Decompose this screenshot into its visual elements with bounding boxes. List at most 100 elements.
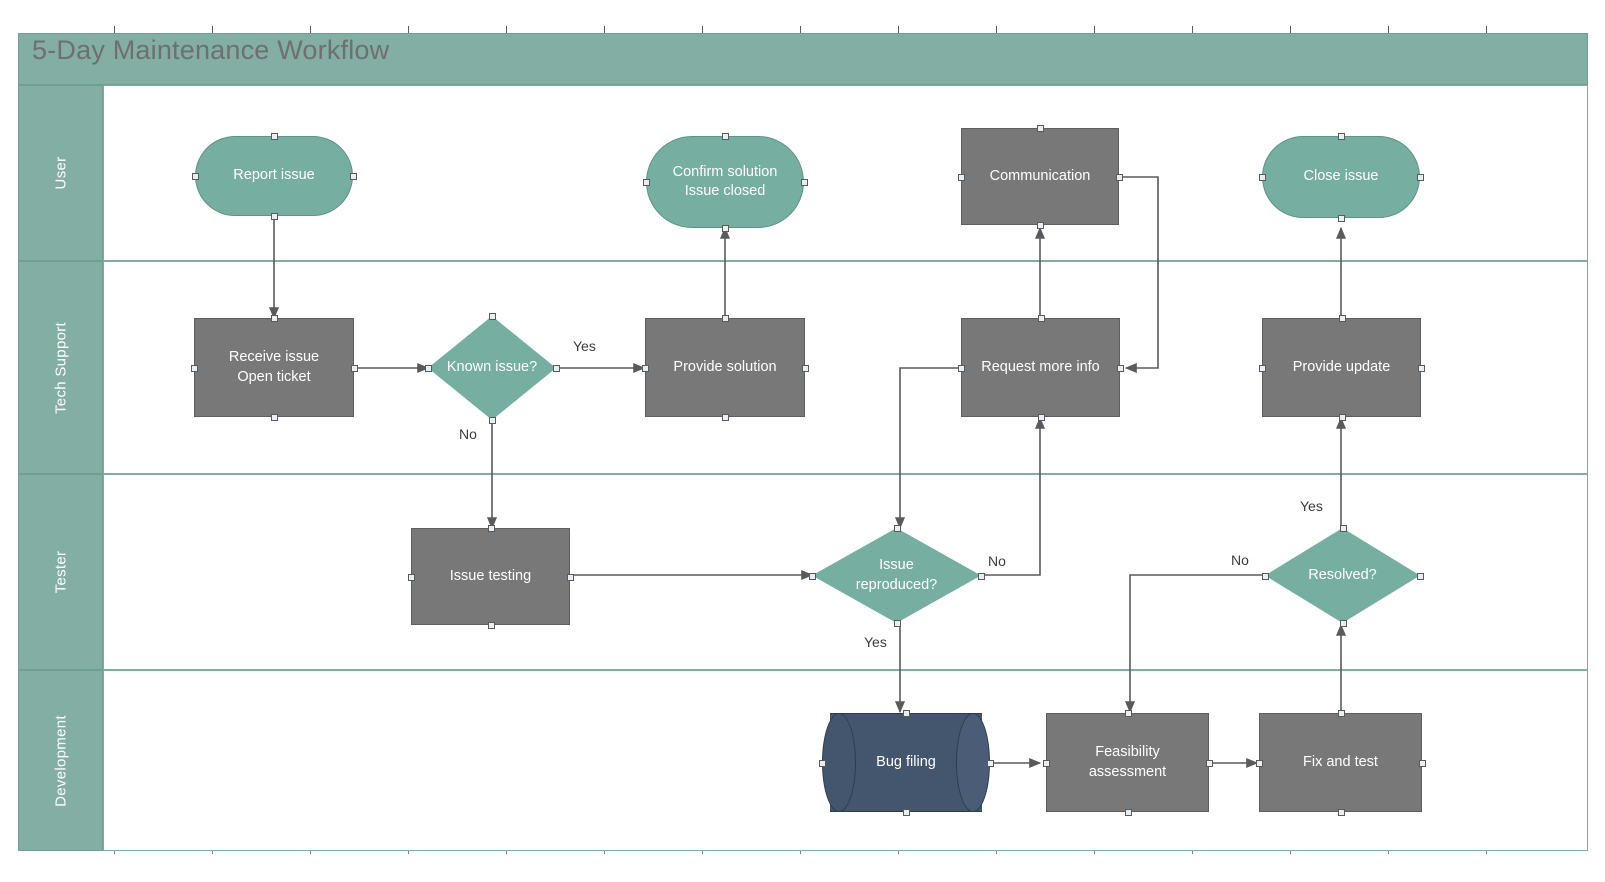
selection-handle[interactable] <box>489 313 496 320</box>
selection-handle[interactable] <box>1037 315 1045 322</box>
ruler-tick <box>1094 26 1095 35</box>
ruler-tick <box>114 26 115 35</box>
selection-handle[interactable] <box>801 179 808 186</box>
selection-handle[interactable] <box>722 225 729 232</box>
selection-handle[interactable] <box>987 759 994 767</box>
node-provide-solution[interactable]: Provide solution <box>645 318 805 417</box>
selection-handle[interactable] <box>1259 174 1266 181</box>
selection-handle[interactable] <box>1419 759 1426 767</box>
lane-header-development[interactable]: Development <box>18 670 103 851</box>
selection-handle[interactable] <box>819 759 826 767</box>
node-label: Bug filing <box>876 753 936 770</box>
selection-handle[interactable] <box>1116 173 1123 181</box>
selection-handle[interactable] <box>1037 125 1044 132</box>
selection-handle[interactable] <box>271 133 278 140</box>
selection-handle[interactable] <box>487 525 495 532</box>
selection-handle[interactable] <box>903 710 910 717</box>
node-label: Provide solution <box>673 358 777 375</box>
node-request-more-info[interactable]: Request more info <box>961 318 1120 417</box>
selection-handle[interactable] <box>722 133 729 140</box>
selection-handle[interactable] <box>553 365 560 372</box>
ruler-tick <box>1388 26 1389 35</box>
selection-handle[interactable] <box>642 364 649 372</box>
node-issue-testing[interactable]: Issue testing <box>411 528 570 625</box>
selection-handle[interactable] <box>1338 414 1346 421</box>
node-label: Fix and test <box>1303 753 1378 770</box>
selection-handle[interactable] <box>192 173 199 180</box>
lane-header-tech[interactable]: Tech Support <box>18 261 103 474</box>
selection-handle[interactable] <box>425 365 432 372</box>
selection-handle[interactable] <box>1124 809 1132 816</box>
selection-handle[interactable] <box>487 622 495 629</box>
selection-handle[interactable] <box>1418 364 1425 372</box>
selection-handle[interactable] <box>1206 759 1213 767</box>
selection-handle[interactable] <box>1124 710 1132 717</box>
node-bug-filing[interactable]: Bug filing <box>822 713 990 812</box>
selection-handle[interactable] <box>567 573 574 581</box>
selection-handle[interactable] <box>271 213 278 220</box>
selection-handle[interactable] <box>1417 572 1424 580</box>
selection-handle[interactable] <box>978 572 985 580</box>
selection-handle[interactable] <box>1117 364 1124 372</box>
selection-handle[interactable] <box>893 620 901 627</box>
selection-handle[interactable] <box>1337 710 1345 717</box>
selection-handle[interactable] <box>271 315 278 322</box>
selection-handle[interactable] <box>489 417 496 424</box>
lane-header-user[interactable]: User <box>18 85 103 261</box>
edge-label-reproduced-no: No <box>988 553 1006 569</box>
node-label: Resolved? <box>1308 566 1377 583</box>
selection-handle[interactable] <box>271 414 278 421</box>
selection-handle[interactable] <box>1037 414 1045 421</box>
node-label: Known issue? <box>446 359 538 376</box>
ruler-tick <box>604 26 605 35</box>
selection-handle[interactable] <box>1338 133 1345 140</box>
selection-handle[interactable] <box>958 364 965 372</box>
selection-handle[interactable] <box>802 364 809 372</box>
selection-handle[interactable] <box>722 414 729 421</box>
selection-handle[interactable] <box>722 315 729 322</box>
node-label: Communication <box>989 167 1091 184</box>
selection-handle[interactable] <box>1339 620 1347 627</box>
selection-handle[interactable] <box>1043 759 1050 767</box>
node-close-issue[interactable]: Close issue <box>1262 136 1420 218</box>
node-label: Provide update <box>1292 358 1391 375</box>
edge-label-known-no: No <box>459 426 477 442</box>
selection-handle[interactable] <box>1337 809 1345 816</box>
edge-label-resolved-no: No <box>1231 552 1249 568</box>
selection-handle[interactable] <box>1338 315 1346 322</box>
selection-handle[interactable] <box>958 173 965 181</box>
node-communication[interactable]: Communication <box>961 128 1119 225</box>
selection-handle[interactable] <box>809 572 816 580</box>
selection-handle[interactable] <box>1417 174 1424 181</box>
selection-handle[interactable] <box>408 573 415 581</box>
selection-handle[interactable] <box>1259 364 1266 372</box>
selection-handle[interactable] <box>643 179 650 186</box>
selection-handle[interactable] <box>1037 222 1044 229</box>
node-provide-update[interactable]: Provide update <box>1262 318 1421 417</box>
selection-handle[interactable] <box>350 173 357 180</box>
cylinder-cap-left <box>822 713 856 812</box>
edge-label-resolved-yes: Yes <box>1300 498 1323 514</box>
selection-handle[interactable] <box>903 809 910 816</box>
selection-handle[interactable] <box>1262 572 1269 580</box>
node-label: Issue testing <box>449 567 532 584</box>
selection-handle[interactable] <box>191 364 198 372</box>
node-resolved-decision[interactable]: Resolved? <box>1265 528 1420 623</box>
selection-handle[interactable] <box>1256 759 1263 767</box>
selection-handle[interactable] <box>351 364 358 372</box>
lane-header-tester[interactable]: Tester <box>18 474 103 670</box>
ruler-tick <box>212 26 213 35</box>
node-report-issue[interactable]: Report issue <box>195 136 353 216</box>
node-known-issue-decision[interactable]: Known issue? <box>428 316 556 420</box>
selection-handle[interactable] <box>1338 215 1345 222</box>
node-fix-and-test[interactable]: Fix and test <box>1259 713 1422 812</box>
selection-handle[interactable] <box>893 525 901 532</box>
selection-handle[interactable] <box>1339 525 1347 532</box>
